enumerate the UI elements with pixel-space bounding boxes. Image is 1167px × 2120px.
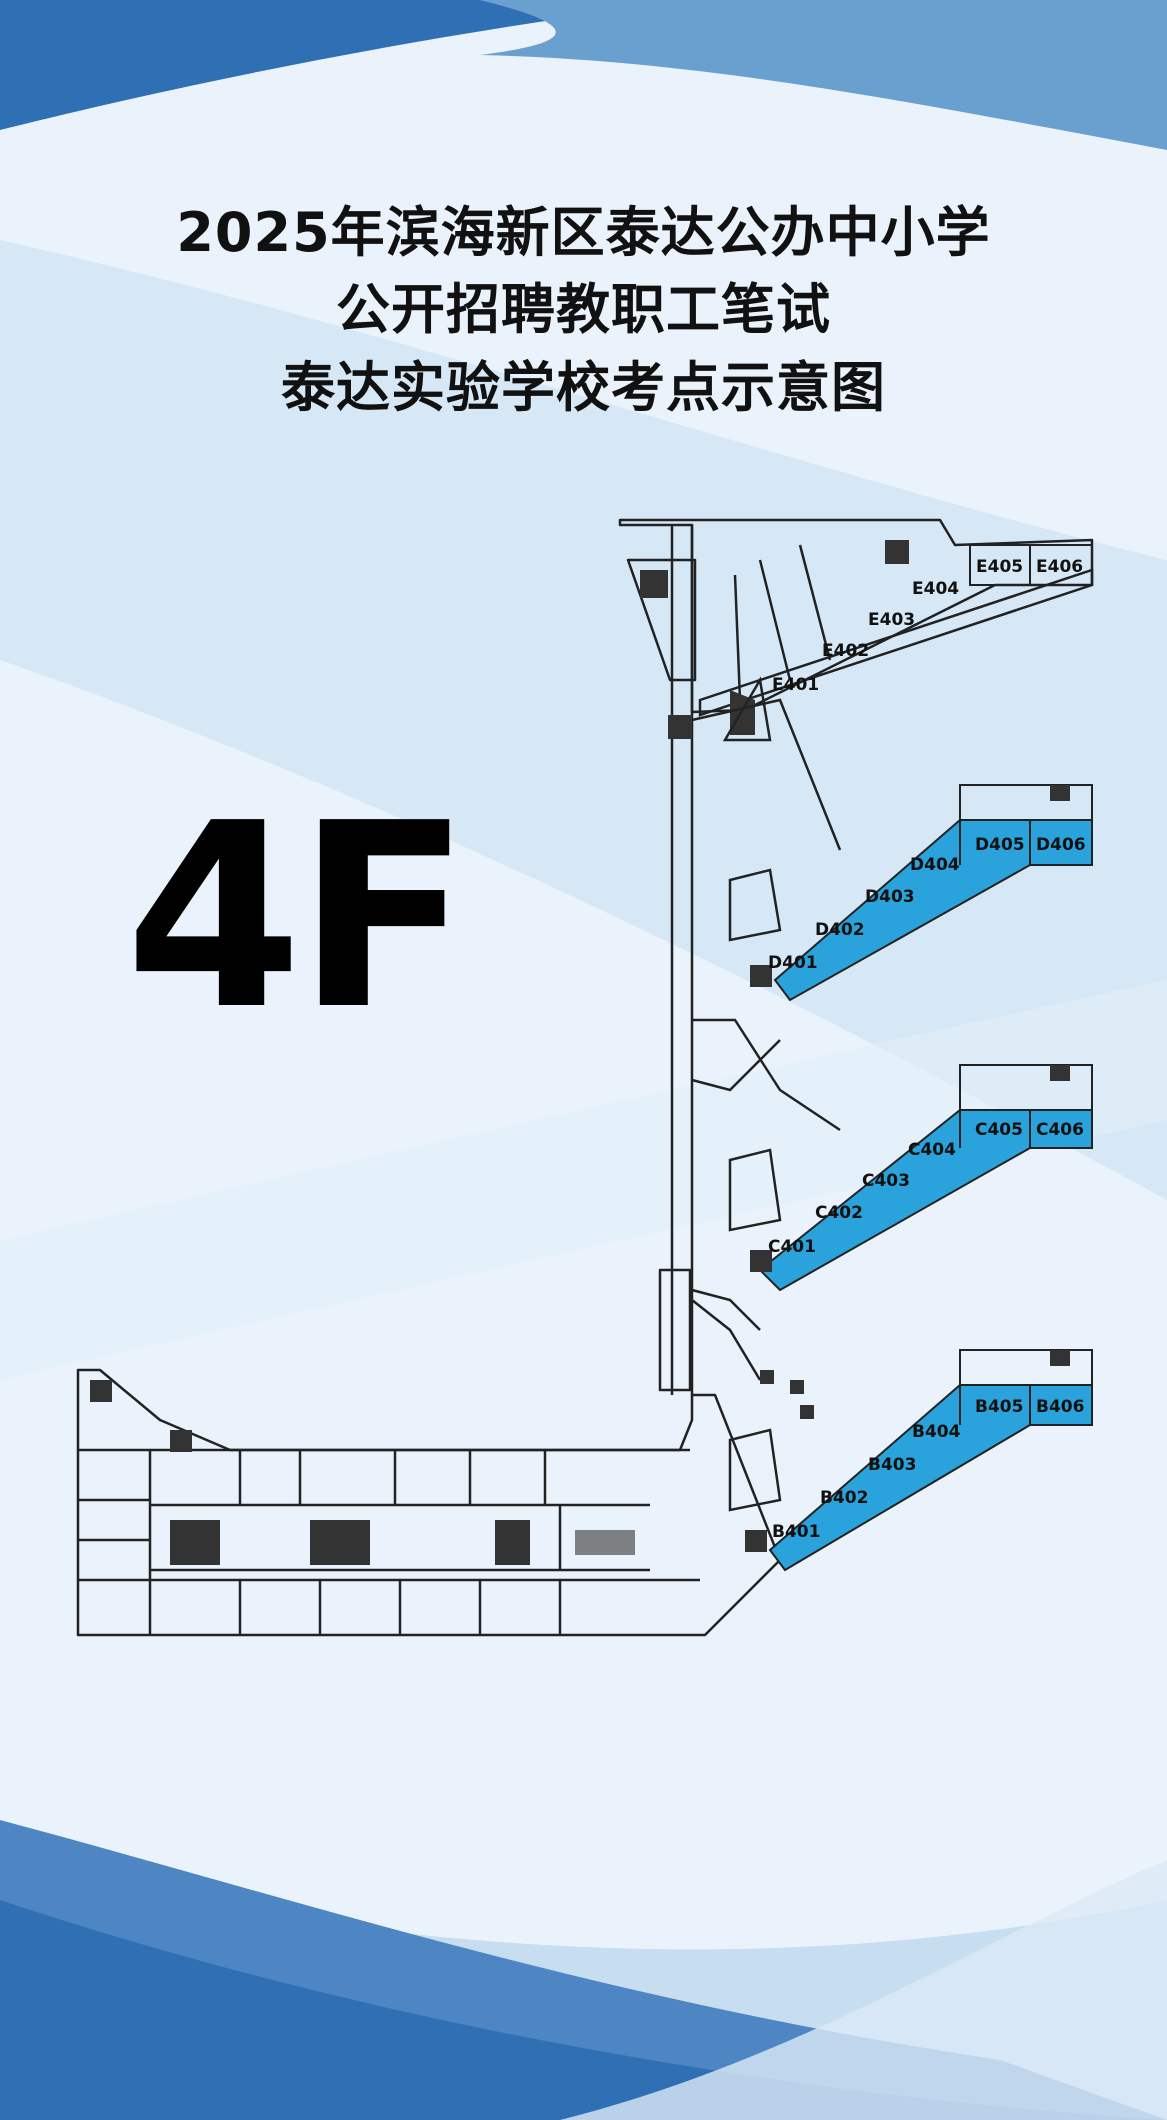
room-label-D403: D403 xyxy=(865,887,915,907)
room-label-B405: B405 xyxy=(975,1397,1023,1417)
lower-block-outline xyxy=(76,1368,782,1637)
room-label-C403: C403 xyxy=(862,1171,910,1191)
title-line-3: 泰达实验学校考点示意图 xyxy=(281,356,886,419)
plan-details xyxy=(90,540,909,1565)
room-label-B402: B402 xyxy=(820,1488,868,1508)
wing-B: B401 B402 B403 B404 B405 B406 xyxy=(691,1299,1093,1572)
light-band-lower xyxy=(0,980,1167,1380)
room-label-E405: E405 xyxy=(976,557,1023,577)
room-label-D405: D405 xyxy=(975,835,1025,855)
top-band-dark xyxy=(0,0,700,130)
plan-walls xyxy=(76,518,1094,1637)
room-label-D402: D402 xyxy=(815,920,865,940)
light-band-upper xyxy=(0,240,1167,1200)
room-label-E404: E404 xyxy=(912,579,959,599)
room-label-C405: C405 xyxy=(975,1120,1023,1140)
room-label-C401: C401 xyxy=(768,1237,816,1257)
top-band-mid xyxy=(480,0,1167,150)
room-label-B406: B406 xyxy=(1036,1397,1084,1417)
floor-label: 4F xyxy=(125,769,471,1066)
title-line-1: 2025年滨海新区泰达公办中小学 xyxy=(176,201,991,264)
title-line-2: 公开招聘教职工笔试 xyxy=(336,278,831,341)
room-label-B403: B403 xyxy=(868,1455,916,1475)
room-label-D401: D401 xyxy=(768,953,818,973)
room-label-B401: B401 xyxy=(772,1522,820,1542)
room-label-C404: C404 xyxy=(908,1140,956,1160)
room-label-C406: C406 xyxy=(1036,1120,1084,1140)
room-label-E402: E402 xyxy=(822,641,869,661)
room-label-E401: E401 xyxy=(772,675,819,695)
room-label-E406: E406 xyxy=(1036,557,1083,577)
wing-D: D401 D402 D403 D404 D405 D406 xyxy=(691,698,1093,1092)
wing-E: E401 E402 E403 E404 E405 E406 xyxy=(698,544,1094,742)
corridor-stair xyxy=(658,1268,692,1392)
top-block-outline xyxy=(618,518,1094,714)
room-label-C402: C402 xyxy=(815,1203,863,1223)
room-label-B404: B404 xyxy=(912,1422,961,1442)
bottom-band-dark xyxy=(0,1900,1167,2120)
top-left-triangle xyxy=(626,558,697,682)
wing-C: C401 C402 C403 C404 C405 C406 xyxy=(691,1018,1093,1331)
room-label-E403: E403 xyxy=(868,610,915,630)
bottom-band-accent xyxy=(560,1860,1167,2120)
room-label-D406: D406 xyxy=(1036,835,1086,855)
room-label-D404: D404 xyxy=(910,855,960,875)
